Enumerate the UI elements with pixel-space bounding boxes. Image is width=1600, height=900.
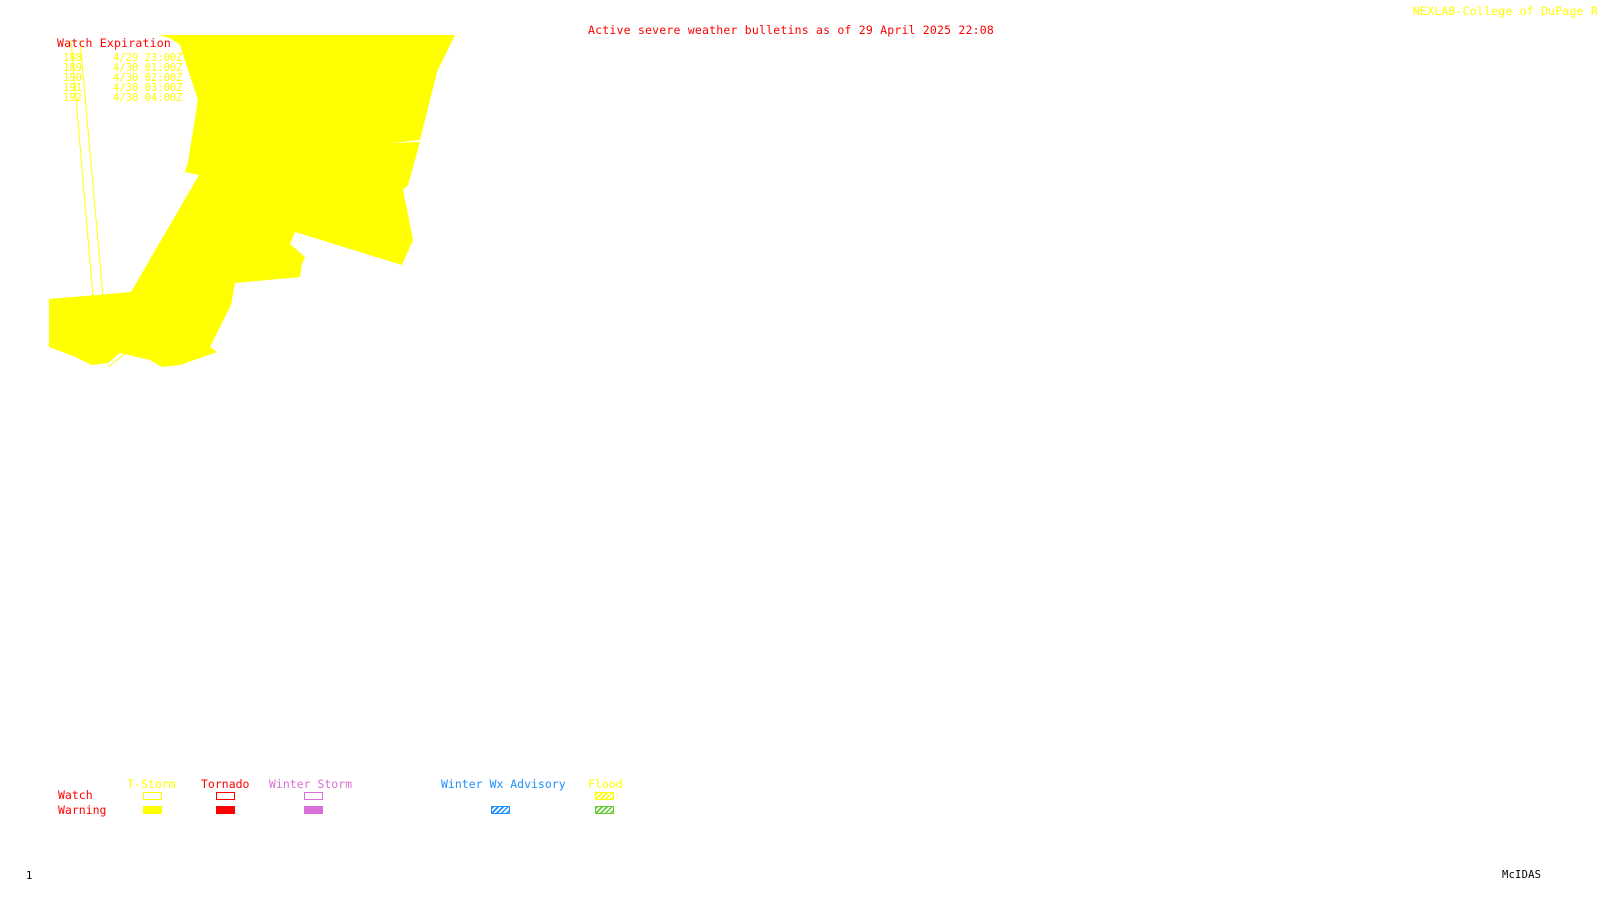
watch-expires: 4/30 03:00Z [113,82,183,94]
credit-label: NEXLAB-College of DuPage R [1412,4,1598,18]
winter-storm-warning-swatch [304,806,323,814]
tornado-watch-swatch [216,792,235,800]
winter-advisory-swatch [491,806,510,814]
watch-row: 188 4/29 23:00Z [63,52,183,64]
watch-number: 192 [63,92,82,104]
watch-row: 192 4/30 04:00Z [63,92,183,104]
watch-expiration-list: 188 4/29 23:00Z 189 4/30 01:00Z 190 4/30… [63,52,183,104]
legend-tornado-label: Tornado [201,777,250,791]
watch-row: 191 4/30 03:00Z [63,82,183,94]
watch-number: 188 [63,52,82,64]
tornado-warning-swatch [216,806,235,814]
legend-winter-storm-label: Winter Storm [269,777,353,791]
watch-number: 190 [63,72,82,84]
watch-outline-southwest [48,339,61,348]
legend-tstorm-label: T-Storm [127,777,176,791]
watch-row: 190 4/30 02:00Z [63,72,183,84]
winter-storm-watch-swatch [304,792,323,800]
watch-outline-south [107,352,127,368]
frame-number: 1 [26,870,33,882]
legend-flood-label: Flood [588,777,623,791]
watch-number: 189 [63,62,82,74]
mcidas-label: McIDAS [1502,869,1542,881]
legend-winter-advisory-label: Winter Wx Advisory [441,777,566,791]
tstorm-watch-swatch [143,792,162,800]
watch-expires: 4/29 23:00Z [113,52,183,64]
thunderstorm-watch-area[interactable] [49,35,455,367]
legend-row-watch: Watch [58,788,93,802]
tstorm-warning-swatch [143,806,162,814]
watch-outline-left [70,39,94,298]
watch-outline-right [79,39,104,298]
watch-row: 189 4/30 01:00Z [63,62,183,74]
flood-watch-swatch [595,792,614,800]
legend-row-warning: Warning [58,803,107,817]
watch-expires: 4/30 02:00Z [113,72,183,84]
watch-expires: 4/30 04:00Z [113,92,183,104]
flood-warning-swatch [595,806,614,814]
watch-expiration-heading: Watch Expiration [57,36,171,50]
bulletin-title: Active severe weather bulletins as of 29… [588,23,995,37]
watch-number: 191 [63,82,82,94]
watch-expires: 4/30 01:00Z [113,62,183,74]
